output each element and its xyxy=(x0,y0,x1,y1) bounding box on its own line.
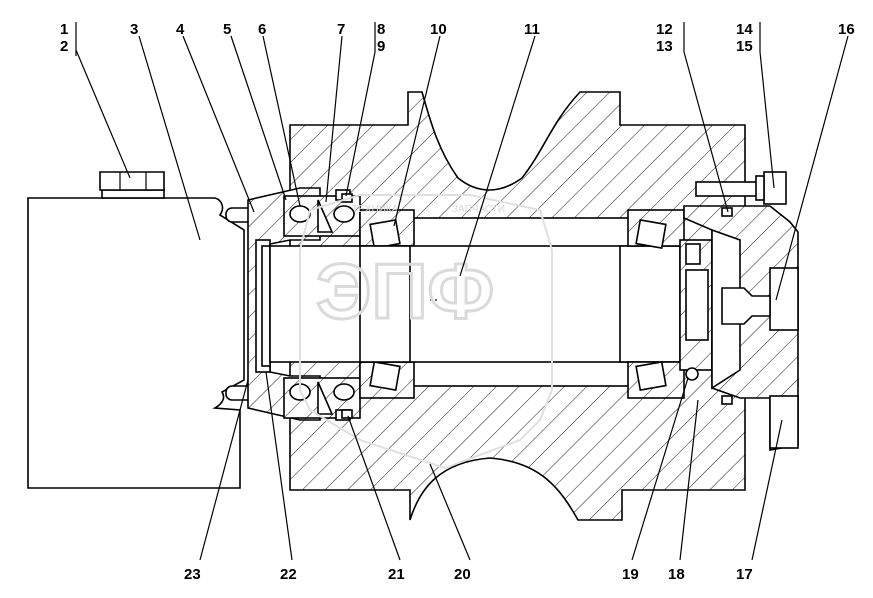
callout-15: 15 xyxy=(736,38,753,55)
lock-ball xyxy=(685,367,699,381)
callout-17: 17 xyxy=(736,566,753,583)
callouts-top: 1 2 3 4 5 6 7 8 9 10 11 12 13 14 15 16 xyxy=(60,21,855,55)
filler-plug-head xyxy=(721,287,771,325)
callout-8: 8 xyxy=(377,21,385,38)
watermark-caption-prefix: ТЕХНИКА xyxy=(352,204,399,215)
right-bearing xyxy=(627,209,685,399)
callouts-bottom: 23 22 21 20 19 18 17 xyxy=(184,566,753,583)
shaft-left-collar xyxy=(359,245,411,363)
callout-21: 21 xyxy=(388,566,405,583)
callout-12: 12 xyxy=(656,21,673,38)
right-cover-lug xyxy=(769,395,799,449)
callout-23: 23 xyxy=(184,566,201,583)
callout-19: 19 xyxy=(622,566,639,583)
callout-7: 7 xyxy=(337,21,345,38)
callout-13: 13 xyxy=(656,38,673,55)
callout-1: 1 xyxy=(60,21,68,38)
callout-22: 22 xyxy=(280,566,297,583)
leader-lines-bottom xyxy=(199,371,783,561)
filler-plug xyxy=(769,267,799,331)
callout-9: 9 xyxy=(377,38,385,55)
left-bearing xyxy=(359,209,415,399)
callout-2: 2 xyxy=(60,38,68,55)
left-housing xyxy=(27,197,245,489)
callout-20: 20 xyxy=(454,566,471,583)
callout-14: 14 xyxy=(736,21,753,38)
left-inner-ring xyxy=(261,245,271,367)
cover-bolt-head xyxy=(763,171,787,205)
leader-lines-top xyxy=(75,22,849,301)
callout-10: 10 xyxy=(430,21,447,38)
watermark: ТЕХНИКА ЗАПЧАСТИ ЭПФ xyxy=(299,194,553,470)
callout-16: 16 xyxy=(838,21,855,38)
callout-18: 18 xyxy=(668,566,685,583)
callout-6: 6 xyxy=(258,21,266,38)
housing-bolt-head xyxy=(99,171,165,191)
callout-3: 3 xyxy=(130,21,138,38)
cover-bolt-washer xyxy=(755,175,765,201)
watermark-caption: ЗАПЧАСТИ xyxy=(452,204,505,215)
callout-4: 4 xyxy=(176,21,185,38)
watermark-logo: ЭПФ xyxy=(316,247,494,335)
shaft-right-collar xyxy=(619,245,681,363)
housing-bolt-washer xyxy=(101,189,165,199)
callout-11: 11 xyxy=(524,21,540,38)
callout-5: 5 xyxy=(223,21,231,38)
